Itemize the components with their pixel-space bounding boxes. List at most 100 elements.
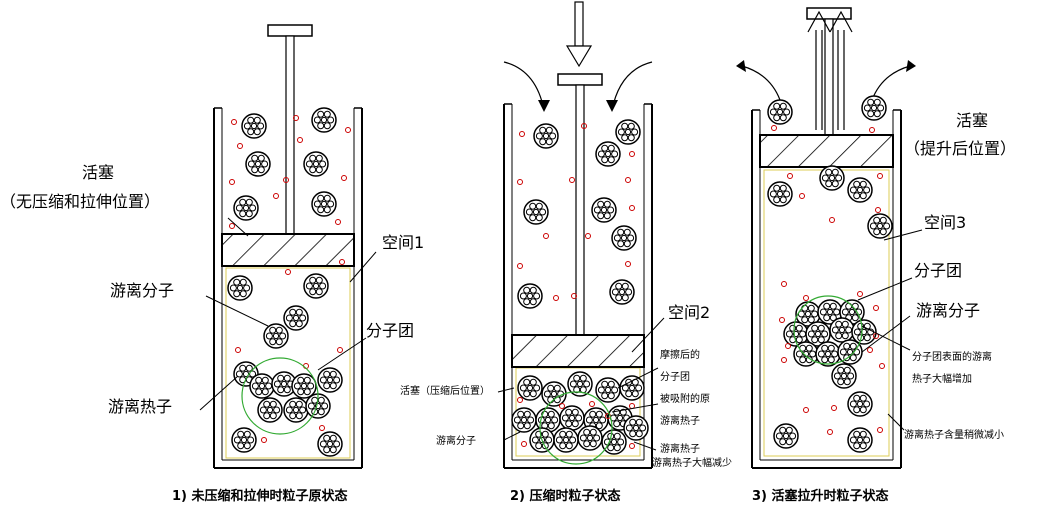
piston-2: [511, 73, 645, 368]
caption-2: 2) 压缩时粒子状态: [510, 488, 621, 504]
molecule-cluster: [817, 299, 843, 325]
molecule-cluster: [567, 371, 593, 397]
heat-particle: [879, 363, 885, 369]
heat-particle: [581, 123, 587, 129]
molecule-cluster: [257, 397, 283, 423]
heat-particle: [273, 193, 279, 199]
molecule-cluster: [591, 197, 617, 223]
molecule-cluster: [861, 95, 887, 121]
side-arrow-left-3: [741, 65, 781, 101]
p1-space-label: 空间1: [382, 233, 424, 252]
molecule-cluster: [303, 151, 329, 177]
heat-particle: [827, 429, 833, 435]
molecule-cluster: [249, 373, 275, 399]
molecule-cluster: [241, 113, 267, 139]
heat-particle: [625, 261, 631, 267]
heat-particle: [585, 233, 591, 239]
p1-piston-position: （无压缩和拉伸位置）: [0, 192, 160, 211]
molecule-clusters-1: [227, 107, 343, 457]
piston-3: [759, 7, 894, 168]
heat-particle: [229, 223, 235, 229]
space-boundary-1: [225, 267, 351, 459]
molecule-cluster: [517, 375, 543, 401]
caption-1: 1) 未压缩和拉伸时粒子原状态: [172, 488, 348, 504]
molecule-cluster: [615, 119, 641, 145]
p3-space-label: 空间3: [924, 213, 966, 232]
panel-1: [213, 24, 363, 469]
p3-piston-position: （提升后位置）: [904, 139, 1016, 158]
molecule-cluster: [291, 373, 317, 399]
heat-particle: [521, 441, 527, 447]
molecule-clusters-2: [511, 119, 649, 455]
heat-particle: [339, 259, 345, 265]
p1-free-heat-label: 游离热子: [108, 397, 172, 416]
p2-free-molecule-label: 游离分子: [436, 434, 476, 447]
molecule-cluster: [523, 199, 549, 225]
heat-particle: [803, 295, 809, 301]
heat-particle: [629, 443, 635, 449]
heat-particle: [285, 269, 291, 275]
cylinder-2: [503, 103, 653, 469]
heat-particles-3: [771, 125, 885, 435]
molecule-cluster: [233, 195, 259, 221]
molecule-cluster: [609, 279, 635, 305]
molecule-cluster: [227, 275, 253, 301]
molecule-cluster: [867, 213, 893, 239]
molecule-cluster: [283, 305, 309, 331]
molecule-cluster: [303, 273, 329, 299]
heat-particle: [335, 219, 341, 225]
heat-particles-1: [229, 115, 351, 443]
heat-particle: [571, 293, 577, 299]
molecule-cluster: [847, 391, 873, 417]
side-arrow-left-2: [503, 61, 545, 111]
molecule-cluster: [553, 427, 579, 453]
heat-particle: [517, 263, 523, 269]
heat-particle: [235, 347, 241, 353]
molecule-cluster: [783, 321, 809, 347]
molecule-cluster: [283, 397, 309, 423]
p3-surface-heat-1: 分子团表面的游离: [912, 350, 992, 363]
heat-particle: [781, 281, 787, 287]
molecule-cluster: [847, 177, 873, 203]
p3-heat-decrease-label: 游离热子含量稍微减小: [904, 428, 1004, 441]
heat-particle: [779, 317, 785, 323]
heat-particle: [803, 407, 809, 413]
heat-particle: [519, 131, 525, 137]
p2-adsorbed-2: 游离热子: [660, 414, 700, 427]
molecule-cluster: [773, 423, 799, 449]
molecule-cluster: [819, 165, 845, 191]
heat-particle: [589, 401, 595, 407]
heat-particle: [543, 233, 549, 239]
heat-particle: [831, 405, 837, 411]
heat-particle: [231, 119, 237, 125]
molecule-cluster: [541, 381, 567, 407]
p1-free-molecule-label: 游离分子: [110, 281, 174, 300]
heat-particle: [261, 437, 267, 443]
piston-1: [221, 24, 355, 267]
molecule-cluster: [767, 181, 793, 207]
side-arrow-right-3: [871, 65, 911, 101]
cluster-ring-1: [241, 357, 319, 435]
heat-particle: [867, 347, 873, 353]
heat-particle: [771, 125, 777, 131]
molecule-cluster: [611, 225, 637, 251]
heat-particle: [517, 397, 523, 403]
molecule-cluster: [619, 375, 645, 401]
p3-piston-label: 活塞: [956, 111, 988, 130]
molecule-cluster: [595, 141, 621, 167]
heat-particle: [877, 173, 883, 179]
molecule-cluster: [311, 107, 337, 133]
lift-arrows: [807, 10, 853, 130]
heat-particle: [569, 177, 575, 183]
side-arrow-right-2: [611, 61, 653, 111]
p3-surface-heat-2: 热子大幅增加: [912, 372, 972, 385]
heat-particle: [799, 193, 805, 199]
molecule-cluster: [533, 123, 559, 149]
molecule-cluster: [829, 317, 855, 343]
heat-particle: [629, 205, 635, 211]
molecule-cluster: [837, 339, 863, 365]
p2-piston-compressed-label: 活塞（压缩后位置）: [400, 384, 490, 397]
heat-particle: [553, 295, 559, 301]
heat-particle: [781, 357, 787, 363]
heat-particle: [869, 127, 875, 133]
